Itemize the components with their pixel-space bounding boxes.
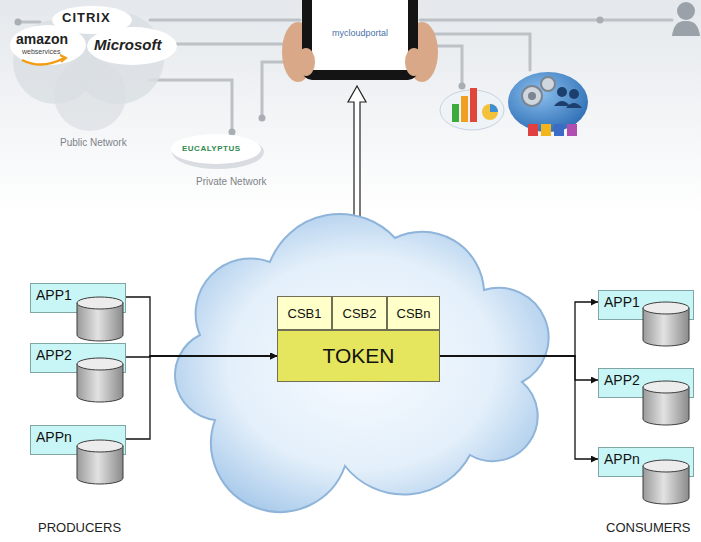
flow-connector xyxy=(440,356,598,380)
tag xyxy=(567,124,577,136)
tablet-frame xyxy=(302,0,418,80)
network-dot xyxy=(15,19,22,26)
pie xyxy=(482,104,498,120)
logo-text: amazon xyxy=(16,31,68,47)
private-network-bubble xyxy=(171,134,264,169)
network-line xyxy=(172,43,300,46)
database-cylinder xyxy=(643,381,689,425)
amazon-smile xyxy=(22,58,64,65)
token-box: TOKEN xyxy=(277,330,440,382)
bar xyxy=(461,96,468,122)
person-head xyxy=(569,89,579,99)
cloud-shape xyxy=(175,214,549,512)
database-cylinder xyxy=(643,460,689,504)
person-body xyxy=(566,103,582,108)
service-cloud-icon xyxy=(508,72,588,136)
tablet-device xyxy=(282,0,438,82)
database-cylinder xyxy=(77,358,123,402)
logo-bubble xyxy=(87,27,177,65)
database-cylinder xyxy=(643,302,689,346)
box-text: APPn xyxy=(604,451,688,467)
gear xyxy=(541,77,555,91)
broker-box: CSBn xyxy=(387,296,440,330)
thumb xyxy=(297,48,315,76)
chart-icon xyxy=(440,88,504,130)
logo-text: CITRIX xyxy=(62,11,111,26)
group-label: CONSUMERS xyxy=(606,521,691,536)
flow-connector xyxy=(440,302,598,356)
broker-box: CSB2 xyxy=(332,296,387,330)
network-line xyxy=(150,19,300,22)
user-silhouette xyxy=(672,2,700,36)
network-label: Public Network xyxy=(60,137,127,149)
flow-connector xyxy=(440,356,598,459)
user-body xyxy=(672,21,700,36)
person-body xyxy=(554,101,570,106)
user-head xyxy=(677,2,695,20)
bubble-shadow xyxy=(172,135,264,169)
broker-box: CSB1 xyxy=(277,296,332,330)
group-label: PRODUCERS xyxy=(38,521,121,536)
logo-bubble xyxy=(10,25,86,65)
box-text: TOKEN xyxy=(323,344,395,368)
portal-logo: mycloudportal xyxy=(322,28,398,38)
network-dot xyxy=(459,83,466,90)
network-dot xyxy=(259,115,266,122)
cloud-puff xyxy=(54,59,126,131)
database-cylinder xyxy=(77,297,123,341)
tag xyxy=(554,124,564,136)
network-dot xyxy=(229,129,236,136)
box-text: APP2 xyxy=(36,347,120,363)
flow-connector xyxy=(126,356,277,439)
tablet-screen xyxy=(312,0,408,70)
pie-slice xyxy=(490,104,498,112)
amazon-smile-tip xyxy=(60,55,66,62)
box-text: APPn xyxy=(36,429,120,445)
icon-cloud xyxy=(508,72,588,132)
logo-text: EUCALYPTUS xyxy=(182,144,241,153)
box-text: APP1 xyxy=(36,287,120,303)
database-cylinder xyxy=(77,440,123,484)
network-dot xyxy=(597,17,604,24)
thumb xyxy=(405,48,423,76)
box-text: APP1 xyxy=(604,294,688,310)
tag xyxy=(541,124,551,136)
gear-hub xyxy=(528,92,536,100)
top-backdrop xyxy=(0,0,701,215)
logo-text: webservices xyxy=(22,48,61,56)
box-text: CSBn xyxy=(397,306,431,321)
gear xyxy=(522,86,542,106)
network-label: Private Network xyxy=(196,176,267,188)
logo-bubble xyxy=(171,134,261,164)
bar xyxy=(470,88,477,122)
box-text: CSB2 xyxy=(343,306,377,321)
person-head xyxy=(557,87,567,97)
public-network-cloud xyxy=(10,6,177,131)
logo-text: Microsoft xyxy=(94,36,162,53)
tag xyxy=(528,124,538,136)
network-line xyxy=(420,19,672,22)
network-line xyxy=(150,80,232,132)
box-text: APP2 xyxy=(604,372,688,388)
flow-connector xyxy=(126,297,277,356)
bar xyxy=(452,104,459,122)
box-text: CSB1 xyxy=(288,306,322,321)
